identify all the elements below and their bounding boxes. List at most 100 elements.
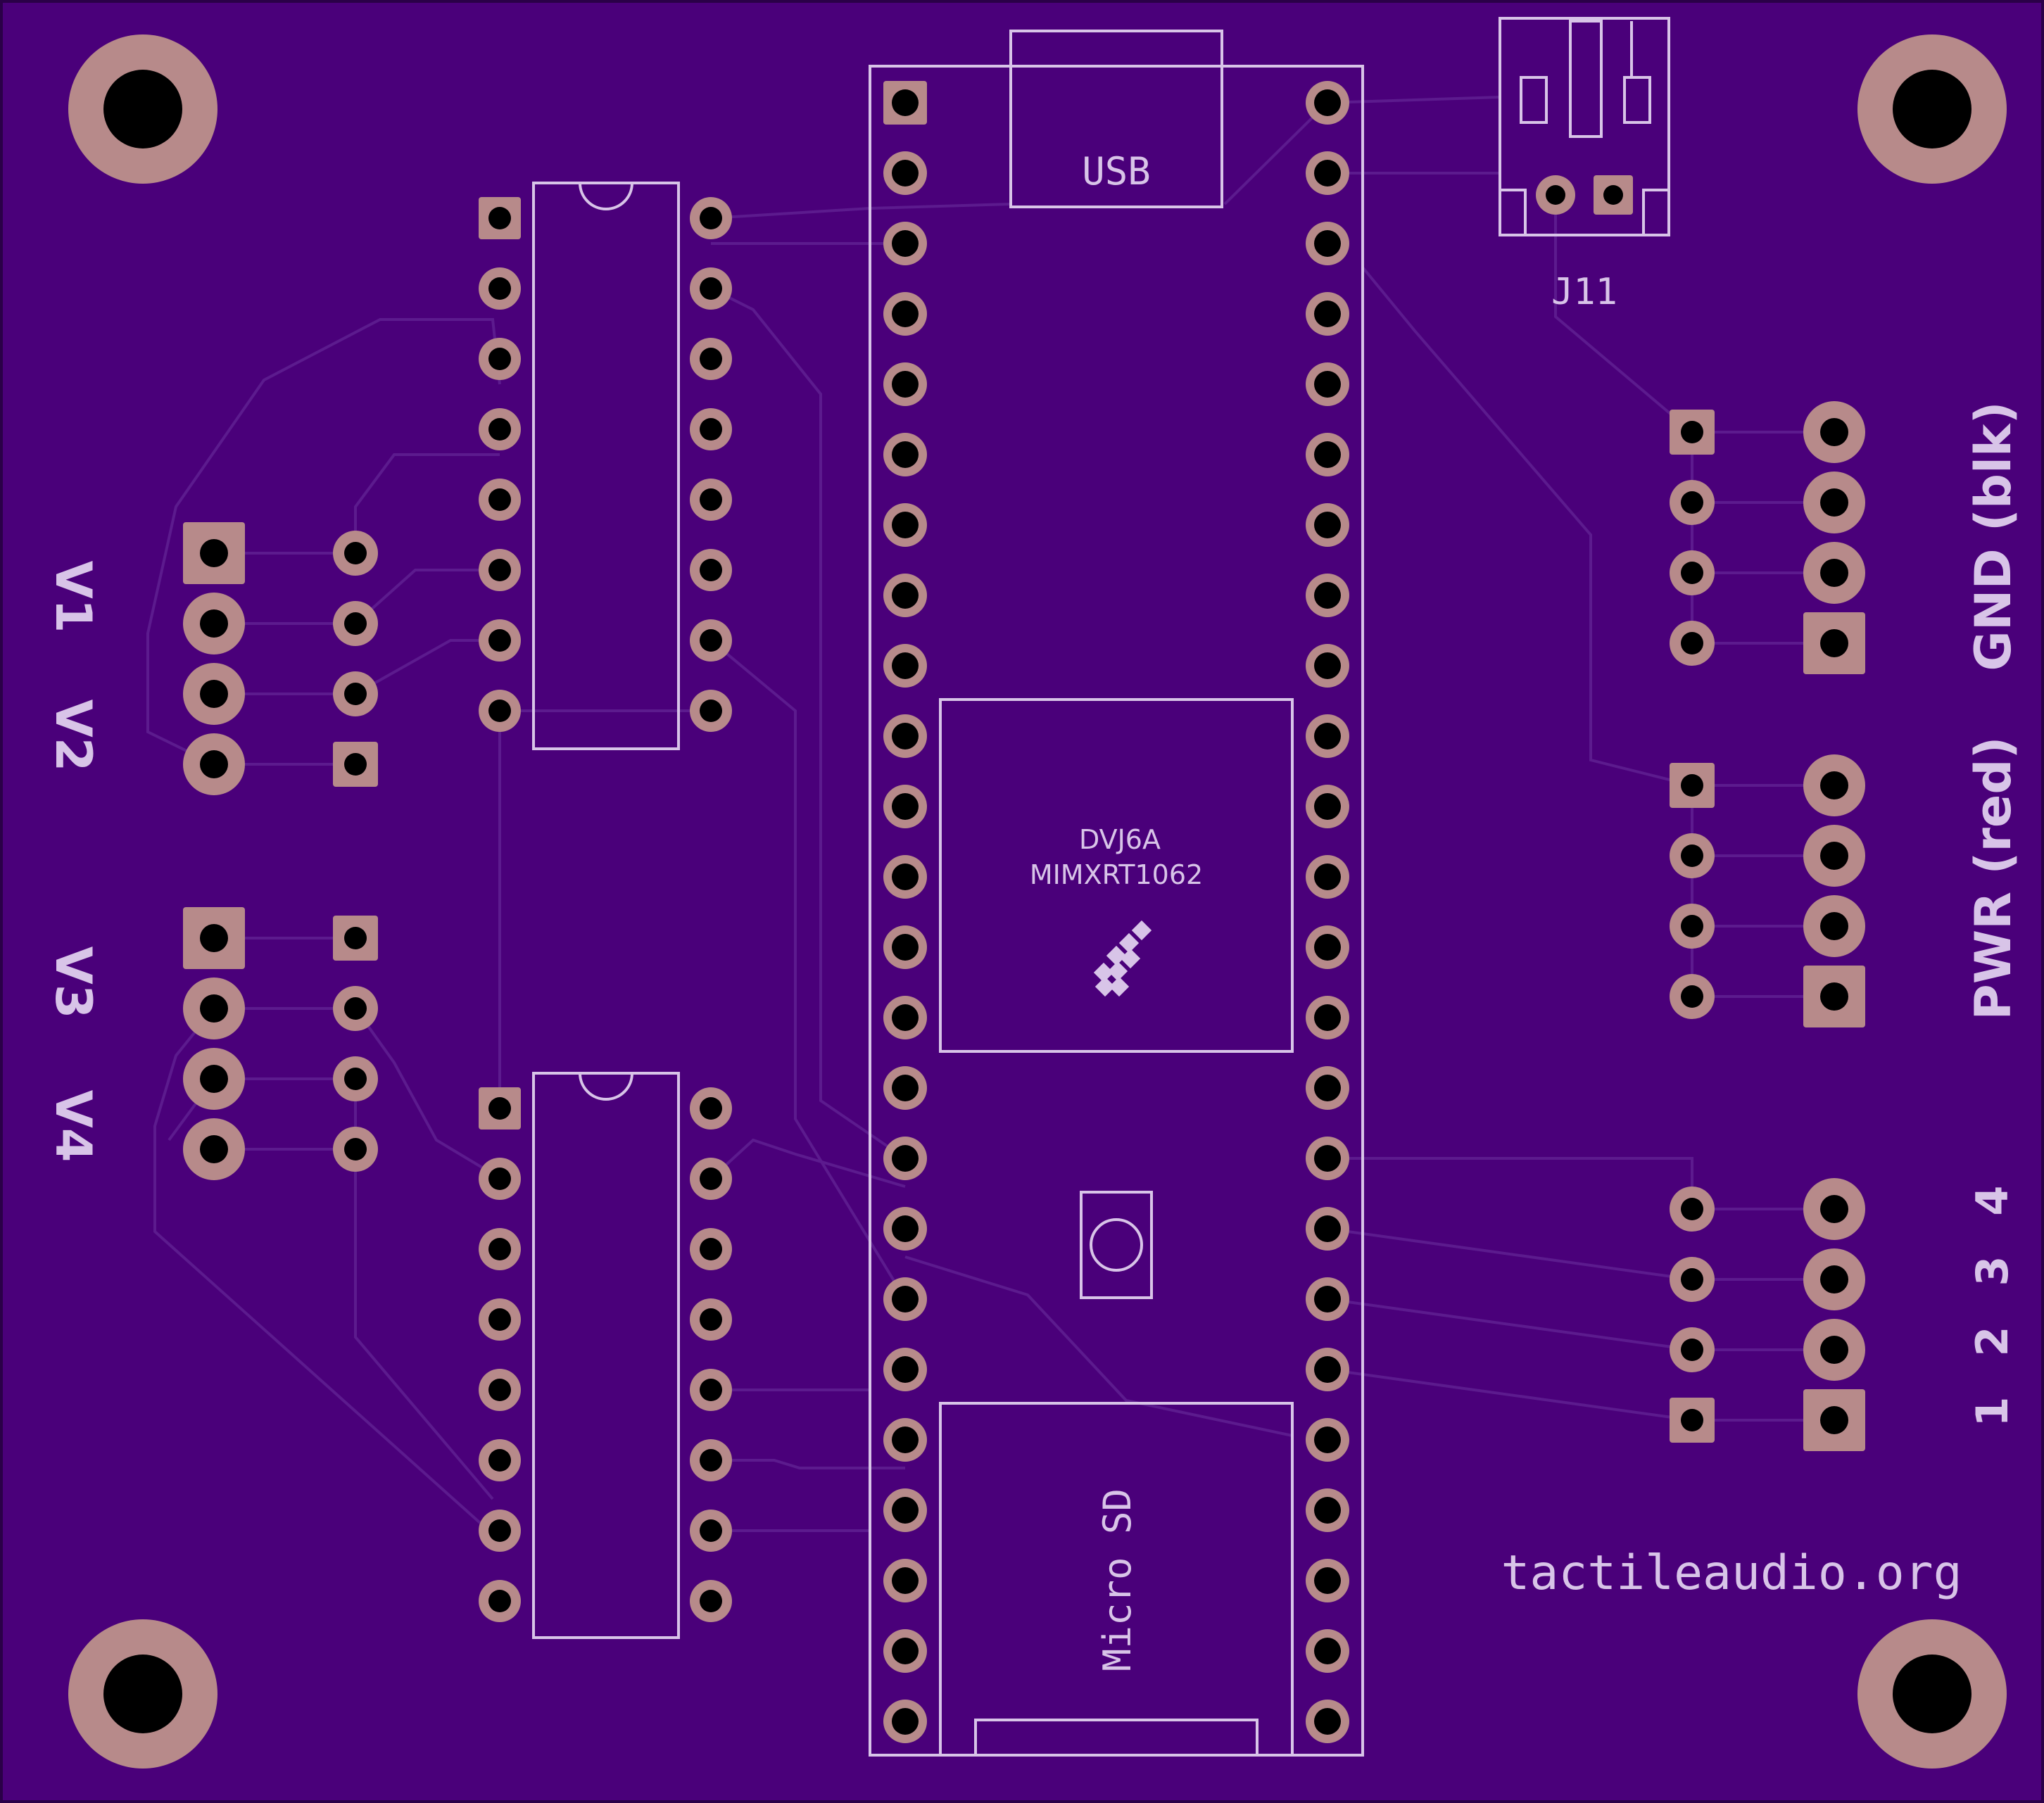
channel-number-4: 4: [1967, 1185, 2018, 1215]
button-outline: [1080, 1191, 1153, 1299]
j11-latch-right: [1623, 76, 1651, 124]
trace: [153, 1007, 494, 1536]
mounting-hole-drill: [1893, 1655, 1972, 1733]
gnd-label: GND (blk): [1964, 401, 2022, 671]
chip-label-line1: DVJ6A: [1079, 824, 1161, 855]
pad-hole: [1820, 912, 1848, 940]
pad-hole: [488, 277, 511, 300]
pad-hole: [1314, 793, 1341, 820]
pad-hole: [700, 488, 722, 511]
pad-hole: [892, 1286, 919, 1312]
pad-hole: [488, 207, 511, 229]
trace: [354, 569, 500, 625]
v3-label: V3: [44, 947, 102, 1019]
trace: [1554, 215, 1693, 434]
pad-hole: [1314, 582, 1341, 609]
pad-hole: [700, 559, 722, 581]
pad-hole: [1681, 774, 1703, 797]
pad-hole: [200, 750, 228, 778]
pad-hole: [1314, 723, 1341, 749]
pad-hole: [892, 582, 919, 609]
pad-hole: [488, 559, 511, 581]
pad-hole: [892, 723, 919, 749]
pad-hole: [1681, 1409, 1703, 1431]
pad-hole: [700, 1379, 722, 1401]
dip-top-outline: [532, 182, 680, 750]
pad-hole: [1681, 1198, 1703, 1220]
chip-label-line2: MIMXRT1062: [1030, 859, 1203, 890]
v2-label: V2: [44, 700, 102, 772]
pad-hole: [1820, 418, 1848, 446]
pad-hole: [488, 1308, 511, 1331]
v1-label: V1: [44, 561, 102, 633]
pad-hole: [1681, 1339, 1703, 1361]
pad-hole: [344, 1138, 367, 1160]
pad-hole: [892, 1004, 919, 1031]
pad-hole: [1314, 371, 1341, 398]
pad-hole: [1314, 441, 1341, 468]
pad-hole: [488, 1519, 511, 1542]
trace: [146, 318, 501, 766]
pad-hole: [488, 1590, 511, 1612]
pad-hole: [1314, 1286, 1341, 1312]
pad-hole: [200, 1065, 228, 1093]
pad-hole: [892, 441, 919, 468]
pad-hole: [892, 1145, 919, 1172]
pad-hole: [488, 418, 511, 441]
mounting-hole-drill: [1893, 70, 1972, 148]
mounting-holes: [68, 34, 2007, 1769]
trace: [904, 1255, 1293, 1437]
pad-hole: [700, 700, 722, 722]
button-circle: [1090, 1218, 1143, 1272]
pad-hole: [1546, 185, 1565, 205]
pad-hole: [1314, 1567, 1341, 1594]
nxp-logo: [1093, 920, 1152, 997]
pad-hole: [488, 1097, 511, 1120]
dip-bottom-notch: [579, 1073, 633, 1101]
pad-hole: [344, 1068, 367, 1090]
pad-hole: [1314, 1708, 1341, 1735]
pad-hole: [1314, 89, 1341, 116]
pad-hole: [1314, 230, 1341, 257]
pad-hole: [892, 1567, 919, 1594]
pad-hole: [1681, 915, 1703, 937]
pad-hole: [700, 277, 722, 300]
pad-hole: [892, 1215, 919, 1242]
trace: [1327, 1227, 1693, 1281]
pad-hole: [892, 89, 919, 116]
pad-hole: [892, 160, 919, 186]
pad-hole: [892, 512, 919, 538]
pad-hole: [488, 348, 511, 370]
mcu-chip-outline: [939, 698, 1294, 1053]
pad-hole: [1820, 559, 1848, 587]
pad-hole: [892, 230, 919, 257]
pad-hole: [488, 1449, 511, 1472]
pad-hole: [488, 629, 511, 652]
pad-hole: [1681, 421, 1703, 443]
mounting-hole-drill: [103, 70, 182, 148]
pad-hole: [1314, 1075, 1341, 1101]
pad-hole: [1314, 1356, 1341, 1383]
pad-hole: [1820, 1195, 1848, 1223]
micro-sd-label: Micro SD: [1095, 1488, 1140, 1671]
pad-hole: [700, 1590, 722, 1612]
mounting-hole-drill: [103, 1655, 182, 1733]
trace: [354, 1007, 508, 1184]
pad-hole: [344, 997, 367, 1020]
website-label: tactileaudio.org: [1501, 1545, 1962, 1601]
pad-hole: [700, 629, 722, 652]
pad-hole: [1314, 1215, 1341, 1242]
pad-hole: [1681, 985, 1703, 1008]
pad-hole: [1314, 512, 1341, 538]
pad-hole: [344, 683, 367, 705]
j11-outline: [1499, 17, 1670, 236]
pad-hole: [1314, 863, 1341, 890]
pad-hole: [1820, 1406, 1848, 1434]
pad-hole: [344, 753, 367, 776]
pad-hole: [488, 700, 511, 722]
pad-hole: [200, 539, 228, 567]
channel-number-3: 3: [1967, 1255, 2018, 1286]
trace: [709, 639, 907, 1301]
